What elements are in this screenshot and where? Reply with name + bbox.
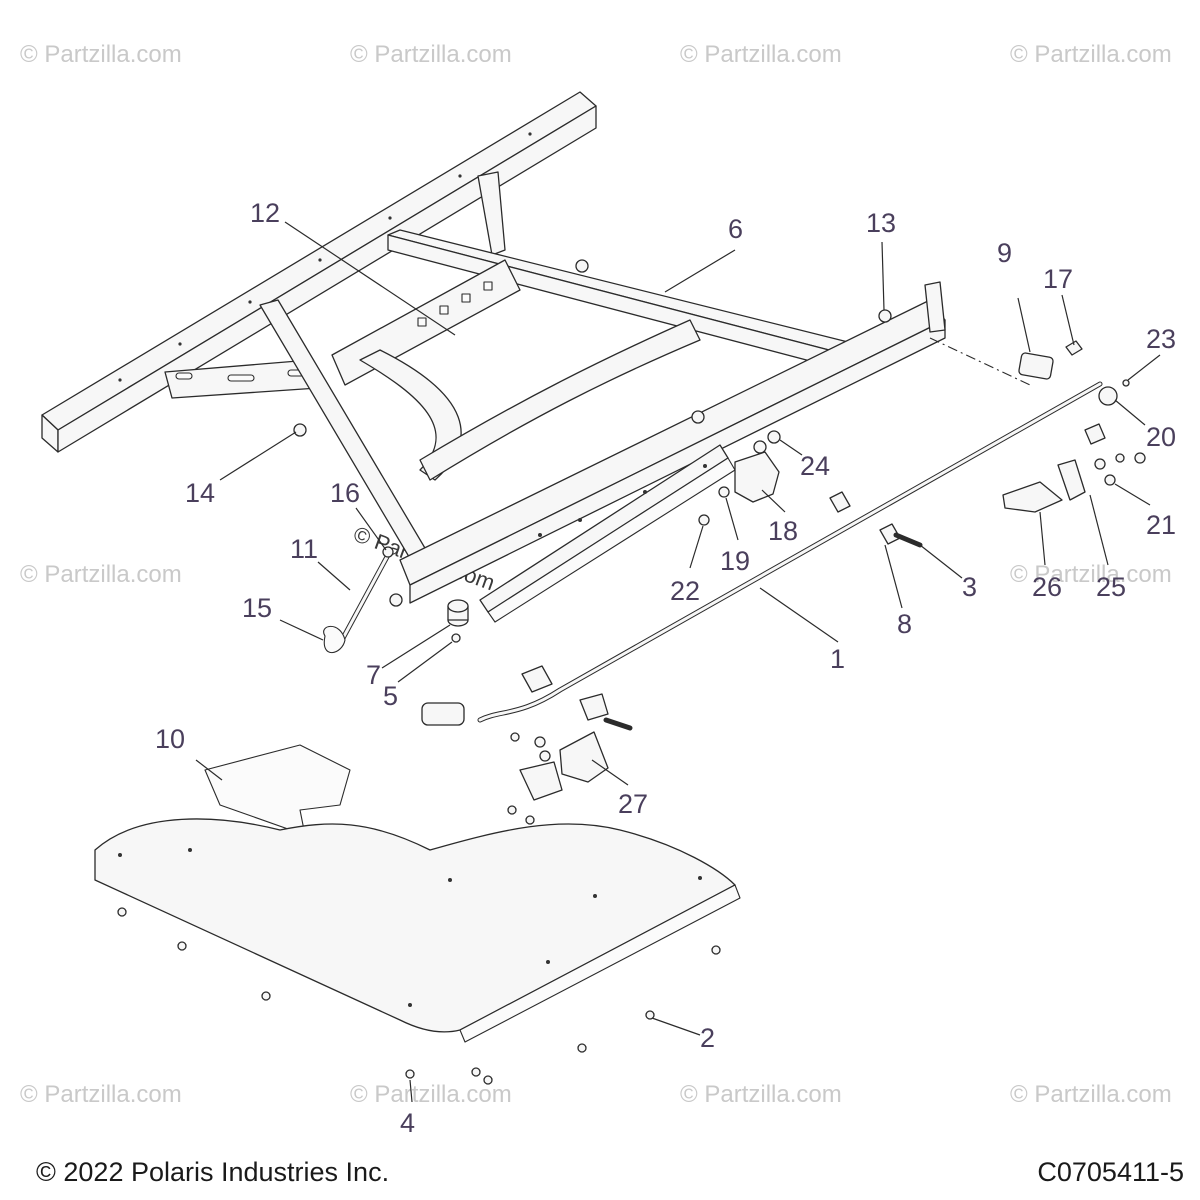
mid-brackets (698, 451, 780, 526)
watermark: © Partzilla.com (1010, 1081, 1172, 1108)
callout-14: 14 (185, 478, 215, 508)
skid-plate (94, 744, 741, 1043)
callout-11: 11 (290, 534, 318, 564)
callout-20: 20 (1146, 422, 1176, 452)
callout-24: 24 (800, 451, 830, 481)
callout-3: 3 (962, 572, 977, 602)
callout-9: 9 (997, 238, 1012, 268)
callout-18: 18 (768, 516, 798, 546)
callout-17: 17 (1043, 264, 1073, 294)
hardware-nuts (293, 259, 892, 607)
torsion-bar (477, 337, 1103, 723)
watermark: © Partzilla.com (350, 41, 512, 68)
callout-labels: 1 2 3 4 5 6 7 8 9 10 11 12 13 14 15 16 1… (155, 198, 1176, 1138)
copyright-notice: © 2022 Polaris Industries Inc. (36, 1157, 390, 1187)
watermark: © Partzilla.com (1010, 561, 1172, 588)
watermark: © Partzilla.com (20, 41, 182, 68)
callout-12: 12 (250, 198, 280, 228)
callout-23: 23 (1146, 324, 1176, 354)
callout-7: 7 (366, 660, 381, 690)
callout-2: 2 (700, 1023, 715, 1053)
screws (117, 907, 721, 1085)
watermark: © Partzilla.com (20, 561, 182, 588)
callout-26: 26 (1032, 572, 1062, 602)
callout-5: 5 (383, 681, 398, 711)
watermark: © Partzilla.com (20, 1081, 182, 1108)
left-bushings (421, 665, 633, 825)
callout-16: 16 (330, 478, 360, 508)
callout-1: 1 (830, 644, 845, 674)
callout-10: 10 (155, 724, 185, 754)
callout-25: 25 (1096, 572, 1126, 602)
callout-6: 6 (728, 214, 743, 244)
watermark: © Partzilla.com (680, 1081, 842, 1108)
callout-13: 13 (866, 208, 896, 238)
callout-19: 19 (720, 546, 750, 576)
callout-8: 8 (897, 609, 912, 639)
callout-21: 21 (1146, 510, 1176, 540)
callout-4: 4 (400, 1108, 415, 1138)
rear-cross-tube (41, 91, 597, 453)
bump-stop (447, 599, 469, 643)
callout-22: 22 (670, 576, 700, 606)
leader-lines (195, 221, 1161, 1103)
callout-27: 27 (618, 789, 648, 819)
right-bushings (829, 340, 1146, 548)
main-frame (259, 229, 946, 623)
watermark: © Partzilla.com (350, 1081, 512, 1108)
watermark: © Partzilla.com (1010, 41, 1172, 68)
gas-strut (323, 546, 394, 654)
watermark: © Partzilla.com (680, 41, 842, 68)
figure-code: C0705411-5 (1037, 1157, 1184, 1187)
callout-15: 15 (242, 593, 272, 623)
